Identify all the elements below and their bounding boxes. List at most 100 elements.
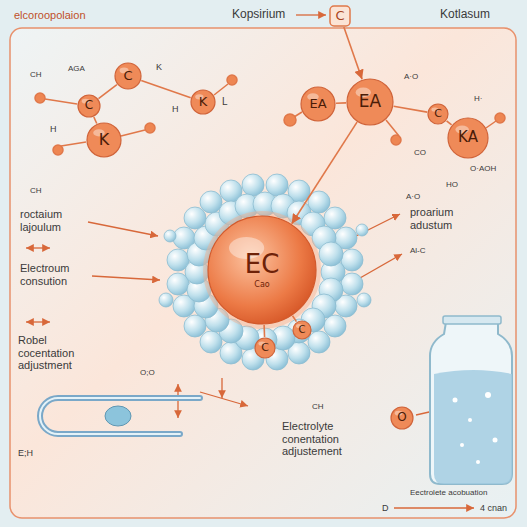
bubble-cluster — [184, 315, 206, 337]
central-sphere: ECCao — [207, 215, 317, 325]
label-text: AGA — [68, 64, 85, 73]
bubble-cluster — [200, 331, 222, 353]
bottle-illustration — [453, 398, 458, 403]
bubble-cluster — [164, 230, 176, 242]
molecule-bonds — [495, 113, 505, 123]
molecule-bonds — [284, 114, 296, 126]
label-text: H — [50, 124, 57, 134]
label-text: Robel cocentation adjustment — [18, 334, 103, 372]
label-text: 4 cnan — [480, 503, 507, 513]
label-box: A·O — [406, 192, 420, 201]
label-text: K — [156, 62, 162, 72]
atom-circle: K — [86, 122, 122, 158]
bubble-cluster — [357, 293, 371, 307]
label-text: E;H — [18, 448, 33, 458]
atom-symbol: C — [261, 342, 269, 355]
molecule-bonds — [145, 123, 155, 133]
tube-illustration — [40, 398, 200, 434]
bubble-cluster — [159, 293, 173, 307]
atom-circle: C — [427, 103, 449, 125]
label-box: CH — [30, 186, 42, 195]
label-box: CH — [312, 402, 324, 411]
bond-connector — [336, 102, 346, 104]
label-box: Kotlasum — [440, 8, 490, 22]
sphere-glow — [203, 211, 321, 329]
leader-arrow — [394, 507, 474, 508]
bubble-cluster — [159, 174, 371, 370]
molecule-bonds — [35, 93, 45, 103]
molecule-bonds — [35, 75, 505, 155]
atom-symbol: C — [335, 9, 344, 24]
label-box: Robel cocentation adjustment — [18, 334, 103, 372]
atom-symbol: C — [85, 99, 93, 113]
leader-arrow — [296, 14, 326, 15]
label-text: roctaium lajoulum — [20, 208, 95, 233]
label-box: O·AOH — [470, 164, 496, 173]
atom-circle-shape — [78, 95, 100, 117]
atom-circle: KA — [447, 117, 489, 159]
bond-connector — [263, 325, 265, 337]
bond-connector — [394, 106, 428, 112]
bubble-cluster — [184, 207, 206, 229]
label-text: L — [222, 96, 228, 108]
atom-symbol: EC — [245, 250, 280, 280]
label-text: H· — [474, 94, 482, 103]
label-box: CH — [30, 70, 42, 79]
atom-circle: O — [390, 406, 414, 430]
molecule-bonds — [214, 84, 228, 95]
bubble-cluster — [324, 207, 346, 229]
atom-circle: K — [190, 89, 216, 115]
atom-circle-shape — [391, 407, 413, 429]
label-box: Electrolyte conentation adjustement — [282, 420, 372, 458]
label-text: Kotlasum — [440, 8, 490, 22]
bottle-illustration — [434, 370, 512, 484]
label-text: CH — [30, 70, 42, 79]
atom-circle-shape — [115, 63, 141, 89]
atom-circle: EA — [300, 86, 336, 122]
label-text: Kopsirium — [232, 8, 285, 22]
bubble-cluster — [308, 331, 330, 353]
atom-circle: EA — [346, 78, 394, 126]
bottle-illustration — [460, 443, 464, 447]
molecule-bonds — [227, 75, 237, 85]
tube-illustration — [40, 398, 200, 434]
bond-connector — [447, 121, 452, 125]
bond-connector — [344, 27, 362, 79]
label-text: Electroum consution — [20, 262, 100, 287]
atom-box: C — [329, 5, 351, 27]
atom-symbol: O — [397, 411, 406, 425]
atom-box-shape — [330, 6, 350, 26]
label-box: H — [172, 104, 179, 114]
bubble-cluster — [200, 191, 222, 213]
diagram-title: elcoroopolaion — [14, 9, 86, 22]
bubble-cluster — [319, 242, 343, 266]
molecule-bonds — [386, 120, 399, 136]
bond-connector — [141, 81, 190, 98]
atom-circle-shape — [208, 216, 316, 324]
molecule-bonds — [61, 142, 86, 146]
leader-arrow — [200, 392, 248, 406]
label-text: CO — [414, 148, 426, 157]
bond-connector — [293, 316, 297, 322]
label-box: roctaium lajoulum — [20, 208, 95, 233]
label-box: O;O — [140, 368, 155, 377]
atom-symbol: C — [434, 108, 442, 121]
atom-symbol: C — [123, 69, 132, 84]
label-text: D — [382, 503, 389, 513]
bottle-illustration — [443, 316, 501, 324]
molecule-bonds — [121, 130, 145, 136]
molecule-bonds — [391, 135, 401, 145]
label-text: HO — [446, 180, 458, 189]
atom-circle-shape — [191, 90, 215, 114]
label-text: CH — [30, 186, 42, 195]
label-text: CH — [312, 402, 324, 411]
atom-circle-shape — [428, 104, 448, 124]
label-box: E;H — [18, 448, 33, 458]
label-box: H· — [474, 94, 482, 103]
atom-circle-shape — [347, 79, 393, 125]
atom-symbol: KA — [458, 129, 478, 146]
label-box: Eectrolete acobuation — [410, 488, 487, 497]
bond-connector — [292, 122, 357, 224]
